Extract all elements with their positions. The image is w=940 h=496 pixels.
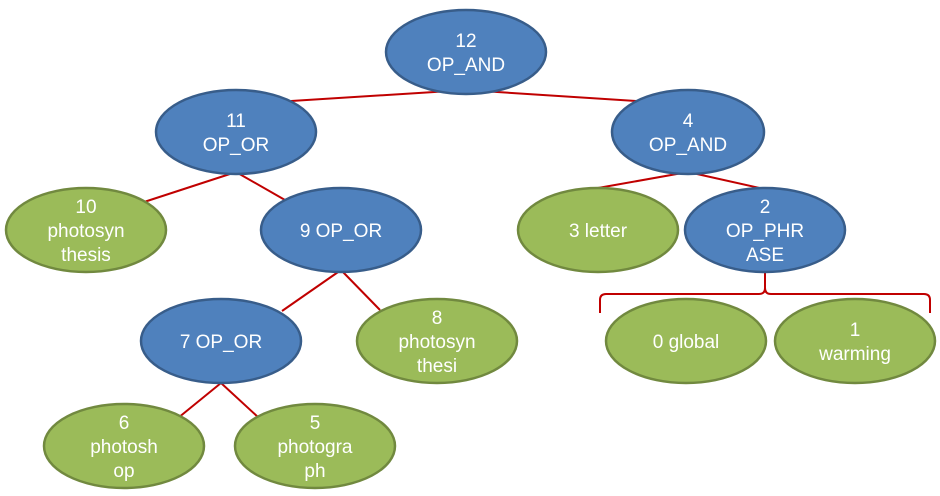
node-label-line: 11 (226, 111, 246, 132)
node-label-line: photosyn (47, 221, 124, 242)
node-ellipse (42, 402, 206, 490)
node-label-line: 0 global (653, 332, 720, 353)
node-label-line: 12 (455, 31, 476, 52)
node-label-line: 6 (119, 413, 130, 434)
term-node-10: 10 photosyn thesis (4, 186, 168, 274)
node-ellipse (355, 297, 519, 385)
term-node-1: 1 warming (773, 297, 937, 385)
node-label-line: thesis (61, 245, 111, 266)
node-label-line: photosyn (398, 332, 475, 353)
node-label-line: OP_PHR (726, 221, 804, 242)
edge-9-7 (281, 269, 342, 312)
node-ellipse (773, 297, 937, 385)
node-label-line: ph (304, 461, 325, 482)
node-ellipse (683, 186, 847, 274)
node-label-line: warming (818, 344, 891, 365)
node-ellipse (259, 186, 423, 274)
term-node-6: 6 photosh op (42, 402, 206, 490)
node-label-line: 7 OP_OR (180, 332, 262, 353)
node-ellipse (604, 297, 768, 385)
node-ellipse (154, 88, 318, 176)
operator-node-9: 9 OP_OR (259, 186, 423, 274)
operator-node-7: 7 OP_OR (139, 297, 303, 385)
term-node-3: 3 letter (516, 186, 680, 274)
phrase-bracket-2 (599, 273, 931, 313)
term-node-0: 0 global (604, 297, 768, 385)
node-label-line: thesi (417, 356, 457, 377)
node-ellipse (139, 297, 303, 385)
node-ellipse (610, 88, 766, 176)
node-label-line: photogra (277, 437, 352, 458)
edge-4-3 (597, 171, 689, 189)
edge-7-5 (220, 382, 260, 419)
operator-node-4: 4OP_AND (610, 88, 766, 176)
edge-11-10 (140, 171, 237, 204)
edge-9-8 (340, 269, 381, 311)
term-node-5: 5 photogra ph (233, 402, 397, 490)
operator-node-2: 2OP_PHR ASE (683, 186, 847, 274)
node-ellipse (384, 8, 548, 96)
node-label-line: 5 (310, 413, 321, 434)
node-label-line: OP_AND (427, 55, 505, 76)
node-ellipse (233, 402, 397, 490)
node-label-line: OP_OR (203, 135, 270, 156)
node-label-line: 2 (760, 197, 771, 218)
node-ellipse (516, 186, 680, 274)
node-label-line: 8 (432, 308, 443, 329)
edge-4-2 (687, 171, 765, 190)
edge-11-9 (235, 171, 286, 201)
node-label-line: ASE (746, 245, 784, 266)
nodes-layer: 12OP_AND11OP_OR4OP_AND10photosynthesis9 … (4, 8, 937, 490)
node-label-line: OP_AND (649, 135, 727, 156)
node-label-line: 9 OP_OR (300, 221, 382, 242)
node-label-line: 1 (850, 320, 861, 341)
node-label-line: photosh (90, 437, 158, 458)
node-label-line: 3 letter (569, 221, 628, 242)
node-label-line: 4 (683, 111, 694, 132)
edge-7-6 (177, 382, 222, 419)
node-label-line: op (113, 461, 134, 482)
node-label-line: 10 (75, 197, 96, 218)
node-ellipse (4, 186, 168, 274)
term-node-8: 8 photosyn thesi (355, 297, 519, 385)
